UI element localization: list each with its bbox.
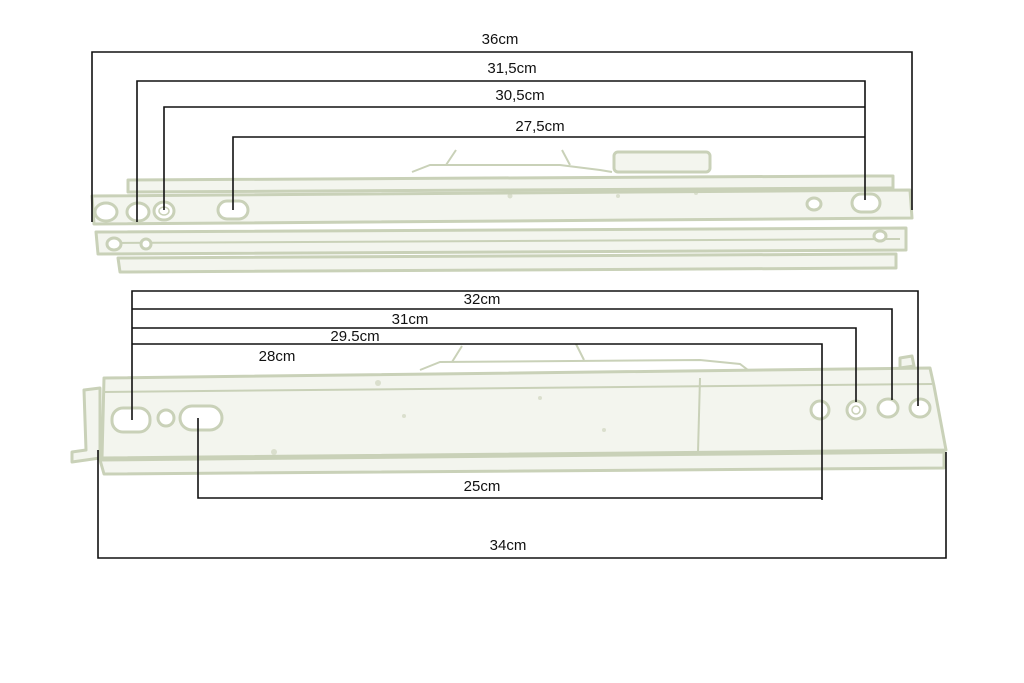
bottom-rail-left-bracket (70, 386, 102, 464)
top-rail-groove (109, 238, 901, 244)
top-rail-rivet (694, 191, 698, 195)
top-rail-handle-arm-right (561, 149, 571, 166)
dimension-label: 34cm (490, 537, 527, 554)
top-rail-handle-arm-left (445, 149, 457, 166)
bottom-rail-handle-arm-left (451, 345, 463, 363)
bottom-rail-handle-arm-right (575, 343, 585, 361)
top-rail-handle (411, 164, 613, 173)
bottom-rail-seam (697, 377, 701, 453)
bottom-rail-drawing (70, 343, 948, 476)
bottom-rail-rivet (538, 396, 542, 400)
dimension-label: 29.5cm (330, 328, 379, 345)
top-rail-hole (125, 201, 151, 223)
dimension-label: 32cm (464, 291, 501, 308)
bottom-rail-slot (110, 406, 152, 434)
dimension-line-31cm (132, 308, 893, 400)
bottom-rail-bottom-strip (98, 450, 946, 476)
top-rail-hole (139, 237, 153, 251)
bottom-rail-hole (845, 399, 867, 421)
top-rail-bottom-strip (116, 252, 898, 274)
bottom-rail-hole (876, 397, 900, 419)
dimension-line-32cm (131, 290, 919, 420)
top-rail-clip (612, 150, 712, 174)
dimension-label: 30,5cm (495, 87, 544, 104)
dimension-line-36cm (91, 51, 913, 222)
bottom-rail-hole-inner (851, 405, 861, 415)
bottom-rail-edge (103, 383, 933, 393)
top-rail-rivet (507, 193, 513, 199)
top-rail-rivet (616, 194, 620, 198)
top-rail-hole (93, 201, 119, 223)
bottom-rail-rivet (602, 428, 606, 432)
bottom-rail-handle (419, 358, 749, 371)
bottom-rail-slot (178, 404, 224, 432)
dimension-label: 25cm (464, 478, 501, 495)
top-rail-hole (872, 229, 888, 243)
bottom-rail-hole (156, 408, 176, 428)
top-rail-hole (105, 236, 123, 252)
top-rail-drawing (90, 149, 914, 274)
bottom-rail-hole (908, 397, 932, 419)
top-rail-hole (805, 196, 823, 212)
top-rail-upper-flange (126, 174, 895, 194)
top-rail-slot (850, 192, 882, 214)
dimension-label: 31cm (392, 311, 429, 328)
dimension-line-31-5cm (136, 80, 866, 222)
dimension-line-34cm (97, 450, 947, 559)
dimension-line-27-5cm (232, 136, 865, 210)
bottom-dimension-lines: 32cm 31cm 29.5cm 28cm 25cm 34cm (97, 290, 947, 559)
dimension-label: 36cm (482, 31, 519, 48)
bottom-rail-rivet (375, 380, 381, 386)
top-rail-body (90, 188, 914, 226)
bottom-rail-hole (809, 399, 831, 421)
bottom-rail-rivet (402, 414, 406, 418)
bottom-rail-right-bracket (898, 354, 916, 370)
dimension-line-25cm (197, 418, 822, 499)
dimension-label: 28cm (259, 348, 296, 365)
dimension-label: 27,5cm (515, 118, 564, 135)
bottom-rail-rivet (271, 449, 277, 455)
dimension-label: 31,5cm (487, 60, 536, 77)
dimension-line-28cm (132, 343, 823, 500)
top-dimension-lines: 36cm 31,5cm 30,5cm 27,5cm (91, 31, 913, 222)
dimension-line-30-5cm (163, 106, 865, 210)
dimension-line-29-5cm (132, 327, 857, 402)
